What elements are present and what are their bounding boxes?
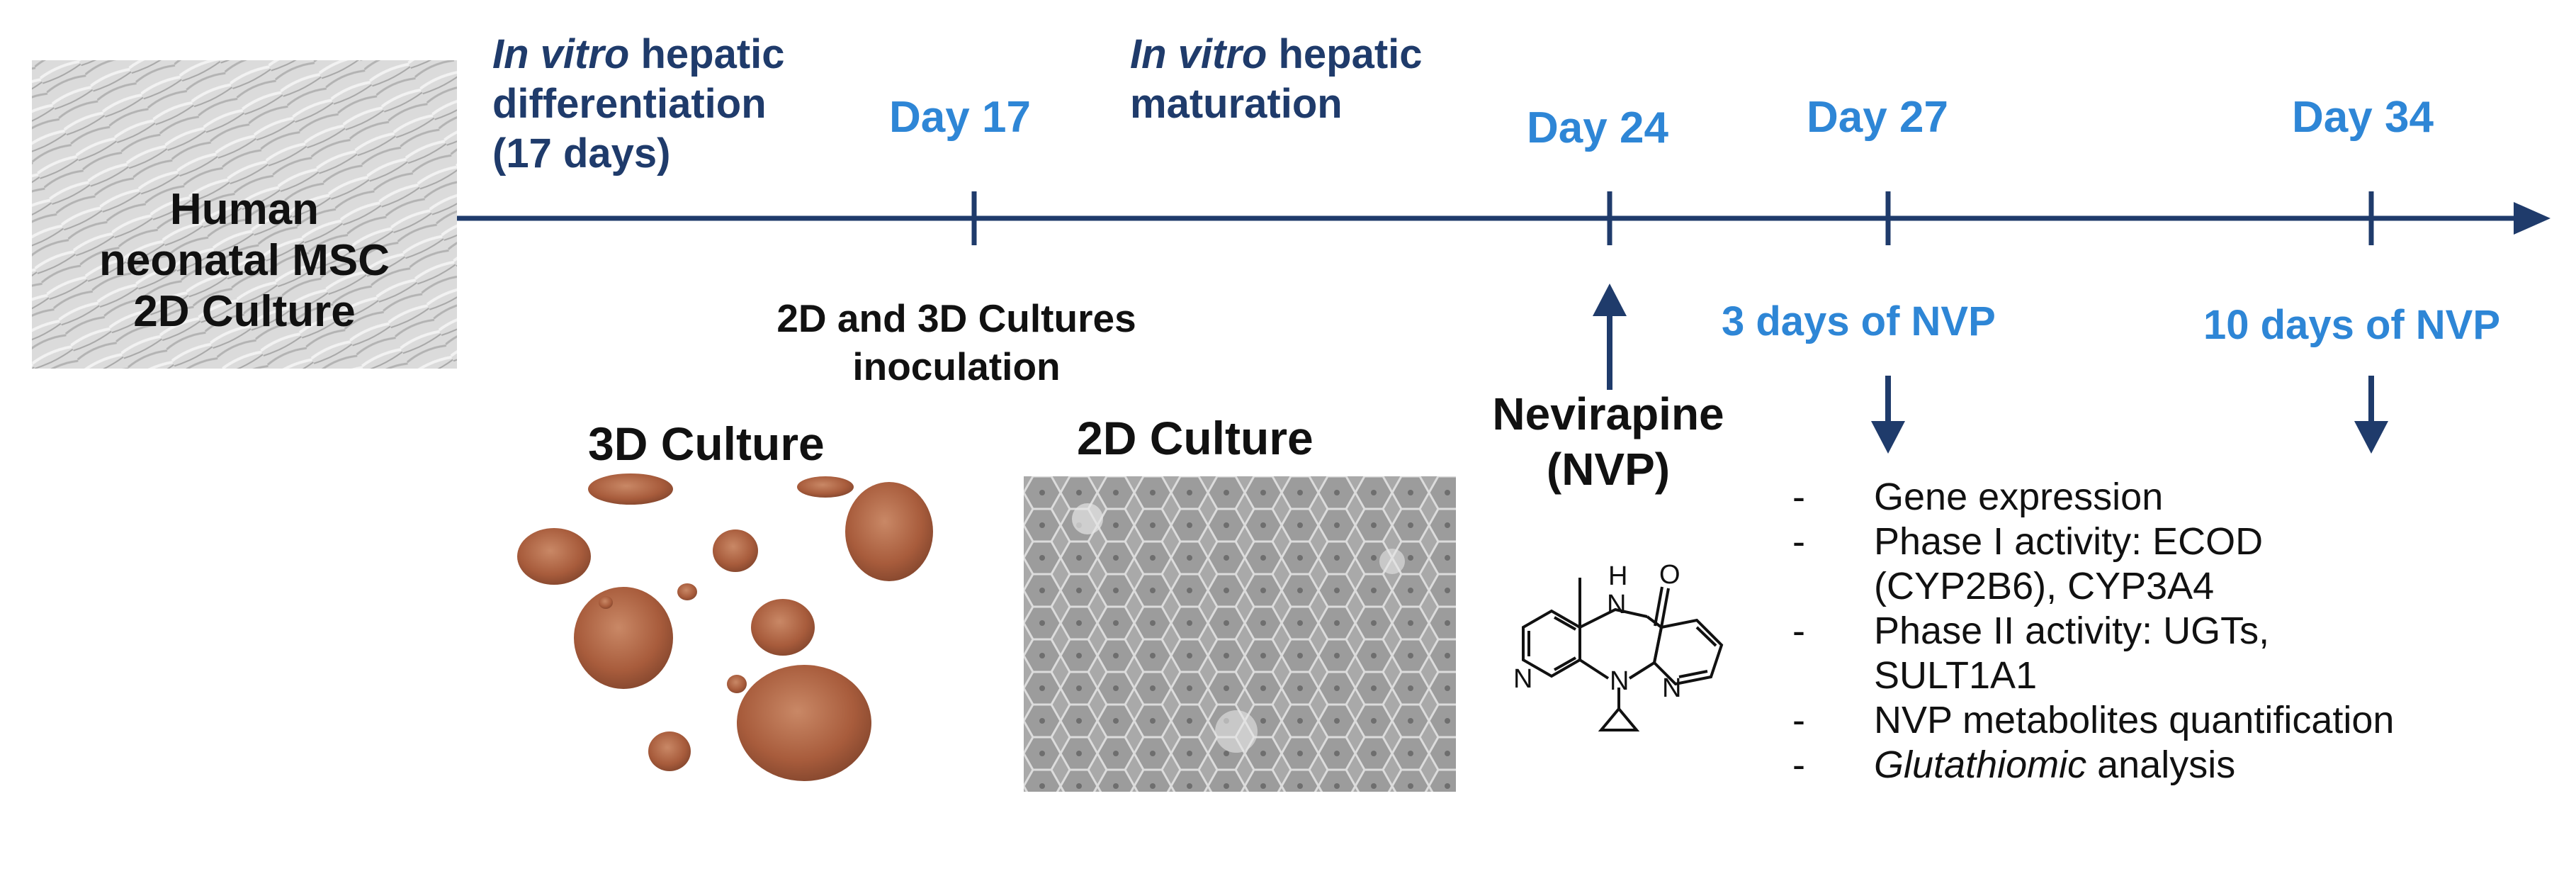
analysis-glutathiomic-rest: analysis — [2086, 744, 2236, 786]
analysis-item: - Glutathiomic analysis — [1792, 743, 2558, 787]
start-box-line3: 2D Culture — [133, 287, 356, 336]
analysis-item: - Phase I activity: ECOD (CYP2B6), CYP3A… — [1792, 520, 2558, 609]
phase1-line3: (17 days) — [492, 130, 671, 176]
chem-h: H — [1608, 561, 1627, 591]
phase2-line1-rest: hepatic — [1267, 31, 1423, 77]
analysis-item: - Phase II activity: UGTs, SULT1A1 — [1792, 609, 2558, 698]
inoculation-line2: inoculation — [852, 344, 1061, 388]
chem-n3: N — [1662, 673, 1681, 703]
phase1-line1-rest: hepatic — [629, 31, 785, 77]
chem-o: O — [1659, 560, 1680, 590]
phase-maturation: In vitro hepatic maturation — [1130, 30, 1423, 129]
day-24-label: Day 24 — [1527, 103, 1668, 152]
day-34-label: Day 34 — [2292, 93, 2434, 142]
phase-differentiation: In vitro hepatic differentiation (17 day… — [492, 30, 785, 179]
analysis-dash: - — [1792, 610, 1805, 652]
day-17-label: Day 17 — [889, 93, 1031, 142]
analysis-glutathiomic-italic: Glutathiomic — [1874, 744, 2087, 786]
exposure-3-days: 3 days of NVP — [1722, 298, 1996, 344]
analysis-dash: - — [1792, 744, 1805, 786]
day-27-label: Day 27 — [1807, 93, 1948, 142]
drug-label: Nevirapine (NVP) — [1467, 386, 1750, 497]
analysis-phase2-line2: SULT1A1 — [1874, 654, 2038, 697]
chem-n2: N — [1610, 666, 1629, 696]
analysis-list: - Gene expression - Phase I activity: EC… — [1792, 475, 2558, 787]
drug-abbr: (NVP) — [1546, 444, 1671, 495]
nevirapine-structure: H N O N N N — [1513, 560, 1724, 731]
start-box-line2: neonatal MSC — [99, 236, 390, 285]
analysis-dash: - — [1792, 699, 1805, 741]
analysis-dash: - — [1792, 476, 1805, 518]
analysis-phase1-line1: Phase I activity: ECOD — [1874, 520, 2264, 563]
culture-2d-image — [1024, 476, 1456, 792]
phase2-italic: In vitro — [1130, 31, 1267, 77]
start-box-line1: Human — [169, 185, 320, 234]
exposure-10-days: 10 days of NVP — [2203, 302, 2501, 348]
inoculation-line1: 2D and 3D Cultures — [776, 296, 1136, 340]
analysis-phase2-line1: Phase II activity: UGTs, — [1874, 610, 2270, 652]
phase1-italic: In vitro — [492, 31, 630, 77]
drug-name: Nevirapine — [1492, 388, 1724, 439]
analysis-item: - Gene expression — [1792, 475, 2558, 520]
chem-n1: N — [1513, 664, 1532, 694]
phase1-line2: differentiation — [492, 81, 767, 127]
analysis-item: - NVP metabolites quantification — [1792, 698, 2558, 743]
analysis-gene: Gene expression — [1874, 476, 2164, 518]
culture-3d-title: 3D Culture — [588, 417, 825, 470]
chem-nh: N — [1607, 590, 1626, 619]
analysis-phase1-line2: (CYP2B6), CYP3A4 — [1874, 565, 2215, 607]
culture-2d-title: 2D Culture — [1077, 412, 1314, 464]
phase2-line2: maturation — [1130, 81, 1343, 127]
msc-culture-image: Human neonatal MSC 2D Culture — [32, 60, 457, 369]
culture-3d-image — [510, 473, 935, 783]
analysis-dash: - — [1792, 520, 1805, 563]
inoculation-label: 2D and 3D Cultures inoculation — [744, 294, 1169, 391]
analysis-metabolites: NVP metabolites quantification — [1874, 699, 2395, 741]
